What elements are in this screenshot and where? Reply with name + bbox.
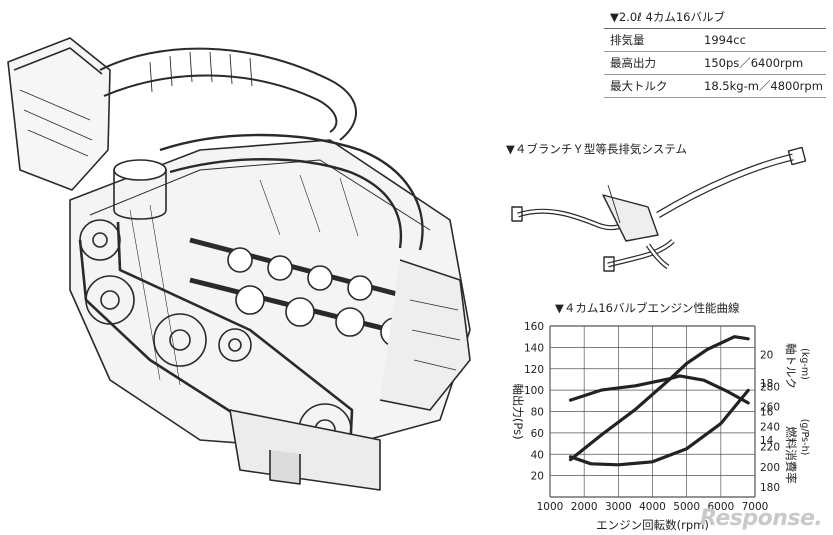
power-tick-label: 160 — [524, 321, 544, 333]
spec-row: 最高出力 150ps／6400rpm — [604, 52, 826, 75]
power-curve — [568, 335, 750, 462]
chart-caption: ▼４カム16バルブエンジン性能曲線 — [555, 301, 740, 315]
fuel-axis-unit: (g/Ps-h) — [799, 419, 810, 456]
spec-value: 1994cc — [704, 33, 746, 47]
spec-row: 最大トルク 18.5kg-m／4800rpm — [604, 75, 826, 98]
power-tick-label: 120 — [524, 364, 544, 376]
spec-key: 最高出力 — [610, 56, 656, 70]
spec-table-title: ▼2.0ℓ 4カム16バルブ — [604, 6, 826, 29]
torque-axis-label: 軸トルク — [784, 343, 798, 389]
spec-key: 排気量 — [610, 33, 645, 47]
watermark-logo: Response. — [700, 506, 823, 531]
x-tick-label: 6000 — [707, 501, 734, 513]
x-tick-label: 4000 — [639, 501, 666, 513]
spec-table: ▼2.0ℓ 4カム16バルブ 排気量 1994cc 最高出力 150ps／640… — [604, 6, 826, 98]
x-axis-label: エンジン回転数(rpm) — [596, 518, 709, 532]
torque-curve — [568, 374, 750, 405]
fuel-consumption-curve — [568, 388, 750, 467]
fuel-tick-label: 260 — [760, 401, 780, 413]
power-tick-label: 60 — [531, 428, 544, 440]
power-tick-label: 100 — [524, 385, 544, 397]
x-tick-label: 5000 — [673, 501, 700, 513]
fuel-tick-label: 240 — [760, 422, 780, 434]
torque-tick-label: 20 — [760, 350, 773, 362]
fuel-axis-label: 燃料消費率 — [784, 426, 798, 484]
power-tick-label: 80 — [531, 407, 544, 419]
exhaust-system-illustration — [511, 146, 807, 272]
power-tick-label: 40 — [531, 449, 544, 461]
x-tick-label: 3000 — [605, 501, 632, 513]
torque-tick-label: 18 — [760, 378, 773, 390]
torque-axis-unit: (kg-m) — [799, 348, 810, 380]
fuel-tick-label: 200 — [760, 462, 780, 474]
fuel-tick-label: 220 — [760, 442, 780, 454]
torque-tick-label: 14 — [760, 435, 774, 447]
power-tick-label: 140 — [524, 342, 544, 354]
power-axis-label: 軸出力(Ps) — [511, 383, 525, 439]
spec-value: 18.5kg-m／4800rpm — [704, 79, 823, 93]
fuel-tick-label: 180 — [760, 482, 780, 494]
x-tick-label: 1000 — [537, 501, 564, 513]
engine-illustration — [7, 37, 471, 491]
fuel-tick-label: 280 — [760, 381, 780, 393]
exhaust-caption: ▼４ブランチＹ型等長排気システム — [506, 142, 687, 156]
torque-tick-label: 16 — [760, 407, 774, 419]
performance-chart: 1000 2000 3000 4000 5000 6000 7000 20 40 60 80 100 1… — [511, 321, 810, 532]
spec-row: 排気量 1994cc — [604, 29, 826, 52]
spec-key: 最大トルク — [610, 79, 668, 93]
x-tick-label: 7000 — [742, 501, 769, 513]
spec-value: 150ps／6400rpm — [704, 56, 804, 70]
x-tick-label: 2000 — [571, 501, 598, 513]
power-tick-label: 20 — [531, 471, 544, 483]
